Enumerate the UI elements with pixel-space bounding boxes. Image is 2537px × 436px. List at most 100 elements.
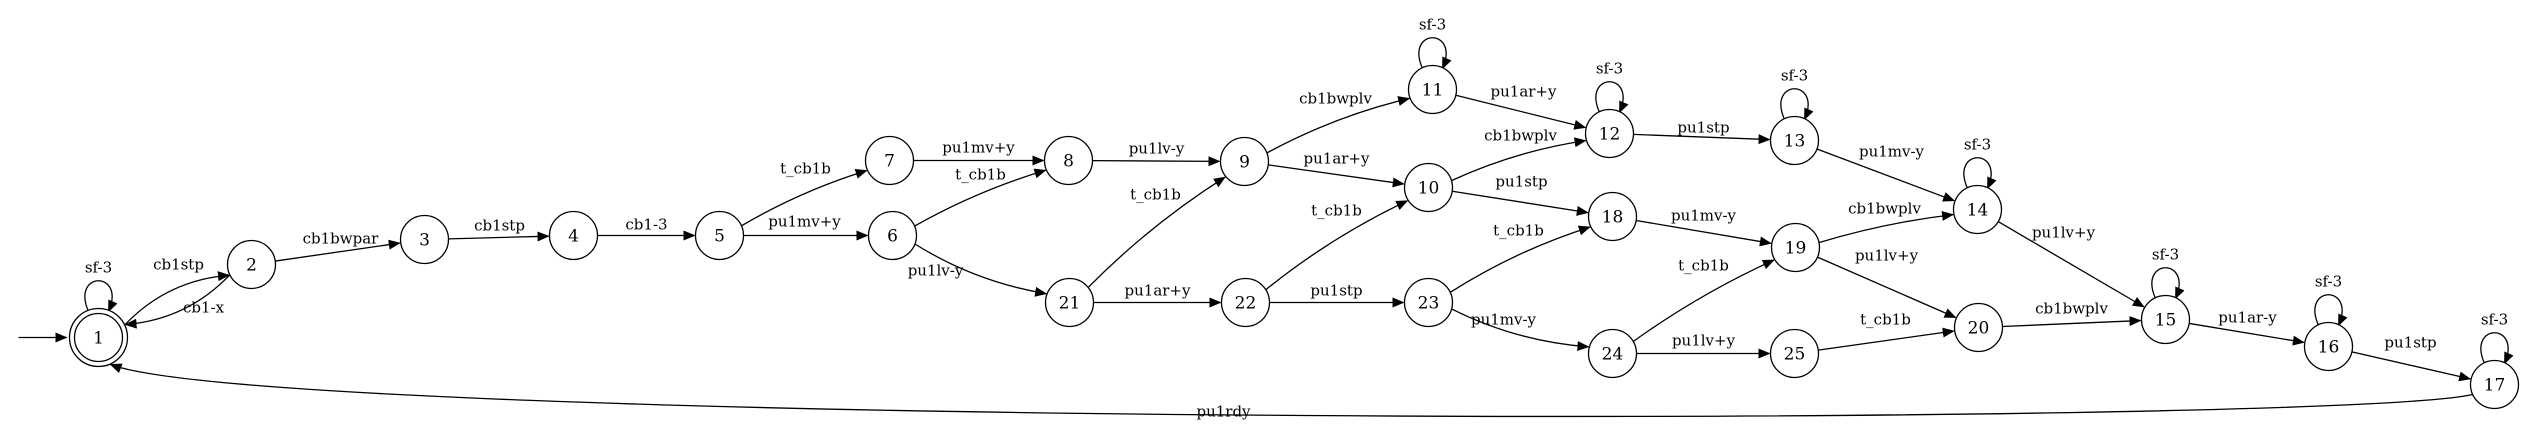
transition-label: pu1lv-y	[908, 262, 964, 280]
state-node-10: 10	[1403, 162, 1454, 213]
state-node-12: 12	[1584, 108, 1635, 159]
transition-16-16: sf-3	[2314, 273, 2348, 327]
state-label: 5	[714, 227, 725, 247]
state-node-1: 1	[68, 307, 129, 368]
state-label: 6	[887, 227, 898, 247]
state-label: 13	[1784, 132, 1806, 152]
transition-label: pu1ar-y	[2218, 309, 2277, 327]
transition-label: cb1bwplv	[2035, 300, 2108, 318]
transition-label: pu1stp	[1677, 119, 1729, 137]
transition-6-8: t_cb1b	[914, 166, 1047, 227]
transition-24-19: t_cb1b	[1632, 257, 1775, 342]
transition-17-1: pu1rdy	[109, 363, 2473, 421]
state-circle	[864, 135, 915, 186]
transition-2-3: cb1bwpar	[275, 230, 401, 262]
state-label: 14	[1967, 201, 1989, 221]
transition-10-18: pu1stp	[1452, 173, 1589, 216]
state-node-21: 21	[1044, 277, 1095, 328]
state-label: 10	[1418, 179, 1440, 199]
transition-20-15: cb1bwplv	[2002, 300, 2142, 328]
transition-arrow	[1455, 94, 1587, 130]
transition-23-18: t_cb1b	[1449, 222, 1591, 293]
transition-arrow	[1780, 88, 1814, 121]
transition-18-19: pu1mv-y	[1636, 207, 1772, 247]
transition-arrow	[109, 363, 2473, 418]
transition-14-15: pu1lv+y	[1997, 221, 2145, 308]
transition-label: sf-3	[1419, 16, 1446, 34]
state-node-11: 11	[1407, 64, 1458, 115]
transition-label: pu1mv-y	[1471, 311, 1537, 329]
transition-label: t_cb1b	[955, 166, 1006, 184]
state-node-17: 17	[2469, 359, 2520, 410]
transition-arrow	[1633, 133, 1771, 145]
state-circle	[548, 210, 599, 261]
state-node-16: 16	[2303, 321, 2354, 372]
state-label: 3	[419, 231, 430, 251]
transition-13-13: sf-3	[1780, 67, 1814, 121]
transition-label: pu1stp	[1310, 282, 1362, 300]
transition-label: pu1lv+y	[2032, 224, 2096, 242]
transition-arrow	[2480, 332, 2514, 365]
transition-label: sf-3	[1964, 136, 1991, 154]
state-node-7: 7	[864, 135, 915, 186]
transition-arrow	[1449, 225, 1591, 293]
transition-2-1: cb1stp	[124, 256, 231, 329]
transition-arrow	[84, 280, 118, 313]
state-node-8: 8	[1043, 135, 1094, 186]
transition-13-14: pu1mv-y	[1816, 143, 1956, 202]
transition-25-20: t_cb1b	[1818, 311, 1955, 351]
state-node-3: 3	[399, 214, 450, 265]
transition-arrow	[1092, 156, 1221, 167]
transition-label: t_cb1b	[1311, 202, 1362, 220]
transition-arrow	[914, 168, 1047, 227]
state-circle	[1953, 302, 2004, 353]
transition-label: cb1bwpar	[303, 230, 380, 248]
state-node-18: 18	[1587, 191, 1638, 242]
transition-arrow	[1451, 137, 1587, 182]
state-label: 22	[1235, 294, 1257, 314]
state-circle	[1043, 135, 1094, 186]
state-node-20: 20	[1953, 302, 2004, 353]
transition-19-20: pu1lv+y	[1817, 247, 1957, 319]
state-circle	[2303, 321, 2354, 372]
transition-label: sf-3	[2481, 311, 2508, 329]
transition-label: pu1rdy	[1196, 403, 1251, 421]
state-label: 7	[884, 152, 895, 172]
transition-label: sf-3	[85, 259, 112, 277]
transition-label: cb1bwplv	[1299, 90, 1372, 108]
transition-14-14: sf-3	[1963, 136, 1997, 190]
state-node-14: 14	[1952, 184, 2003, 235]
transition-label: pu1mv-y	[1859, 143, 1925, 161]
transition-label: pu1ar+y	[1304, 150, 1370, 168]
state-label: 4	[568, 227, 579, 247]
transition-label: pu1ar+y	[1125, 282, 1191, 300]
state-circle	[1403, 277, 1454, 328]
transition-label: pu1stp	[2384, 334, 2436, 352]
transition-arrow	[914, 243, 1048, 297]
transition-label: pu1mv+y	[942, 139, 1015, 157]
state-circle	[1769, 328, 1820, 379]
state-circle	[1770, 222, 1821, 273]
state-circle	[1403, 162, 1454, 213]
transition-15-15: sf-3	[2151, 246, 2185, 300]
state-label: 16	[2318, 338, 2340, 358]
state-label: 25	[1784, 345, 1806, 365]
transition-21-9: t_cb1b	[1087, 176, 1226, 288]
state-circle	[1587, 191, 1638, 242]
transition-arrow	[1268, 164, 1405, 188]
transition-arrow	[2189, 322, 2305, 346]
state-label: 1	[93, 329, 104, 349]
transition-label: cb1bwplv	[1848, 200, 1921, 218]
state-circle	[1219, 136, 1270, 187]
transition-arrow	[2351, 351, 2472, 382]
transition-16-17: pu1stp	[2351, 334, 2472, 382]
state-label: 8	[1063, 152, 1074, 172]
state-node-4: 4	[548, 210, 599, 261]
transition-8-9: pu1lv-y	[1092, 140, 1221, 167]
transition-6-21: pu1lv-y	[908, 243, 1048, 297]
state-label: 12	[1599, 125, 1621, 145]
transition-label: pu1ar+y	[1491, 83, 1557, 101]
state-label: 2	[246, 256, 257, 276]
state-label: 11	[1422, 81, 1444, 101]
